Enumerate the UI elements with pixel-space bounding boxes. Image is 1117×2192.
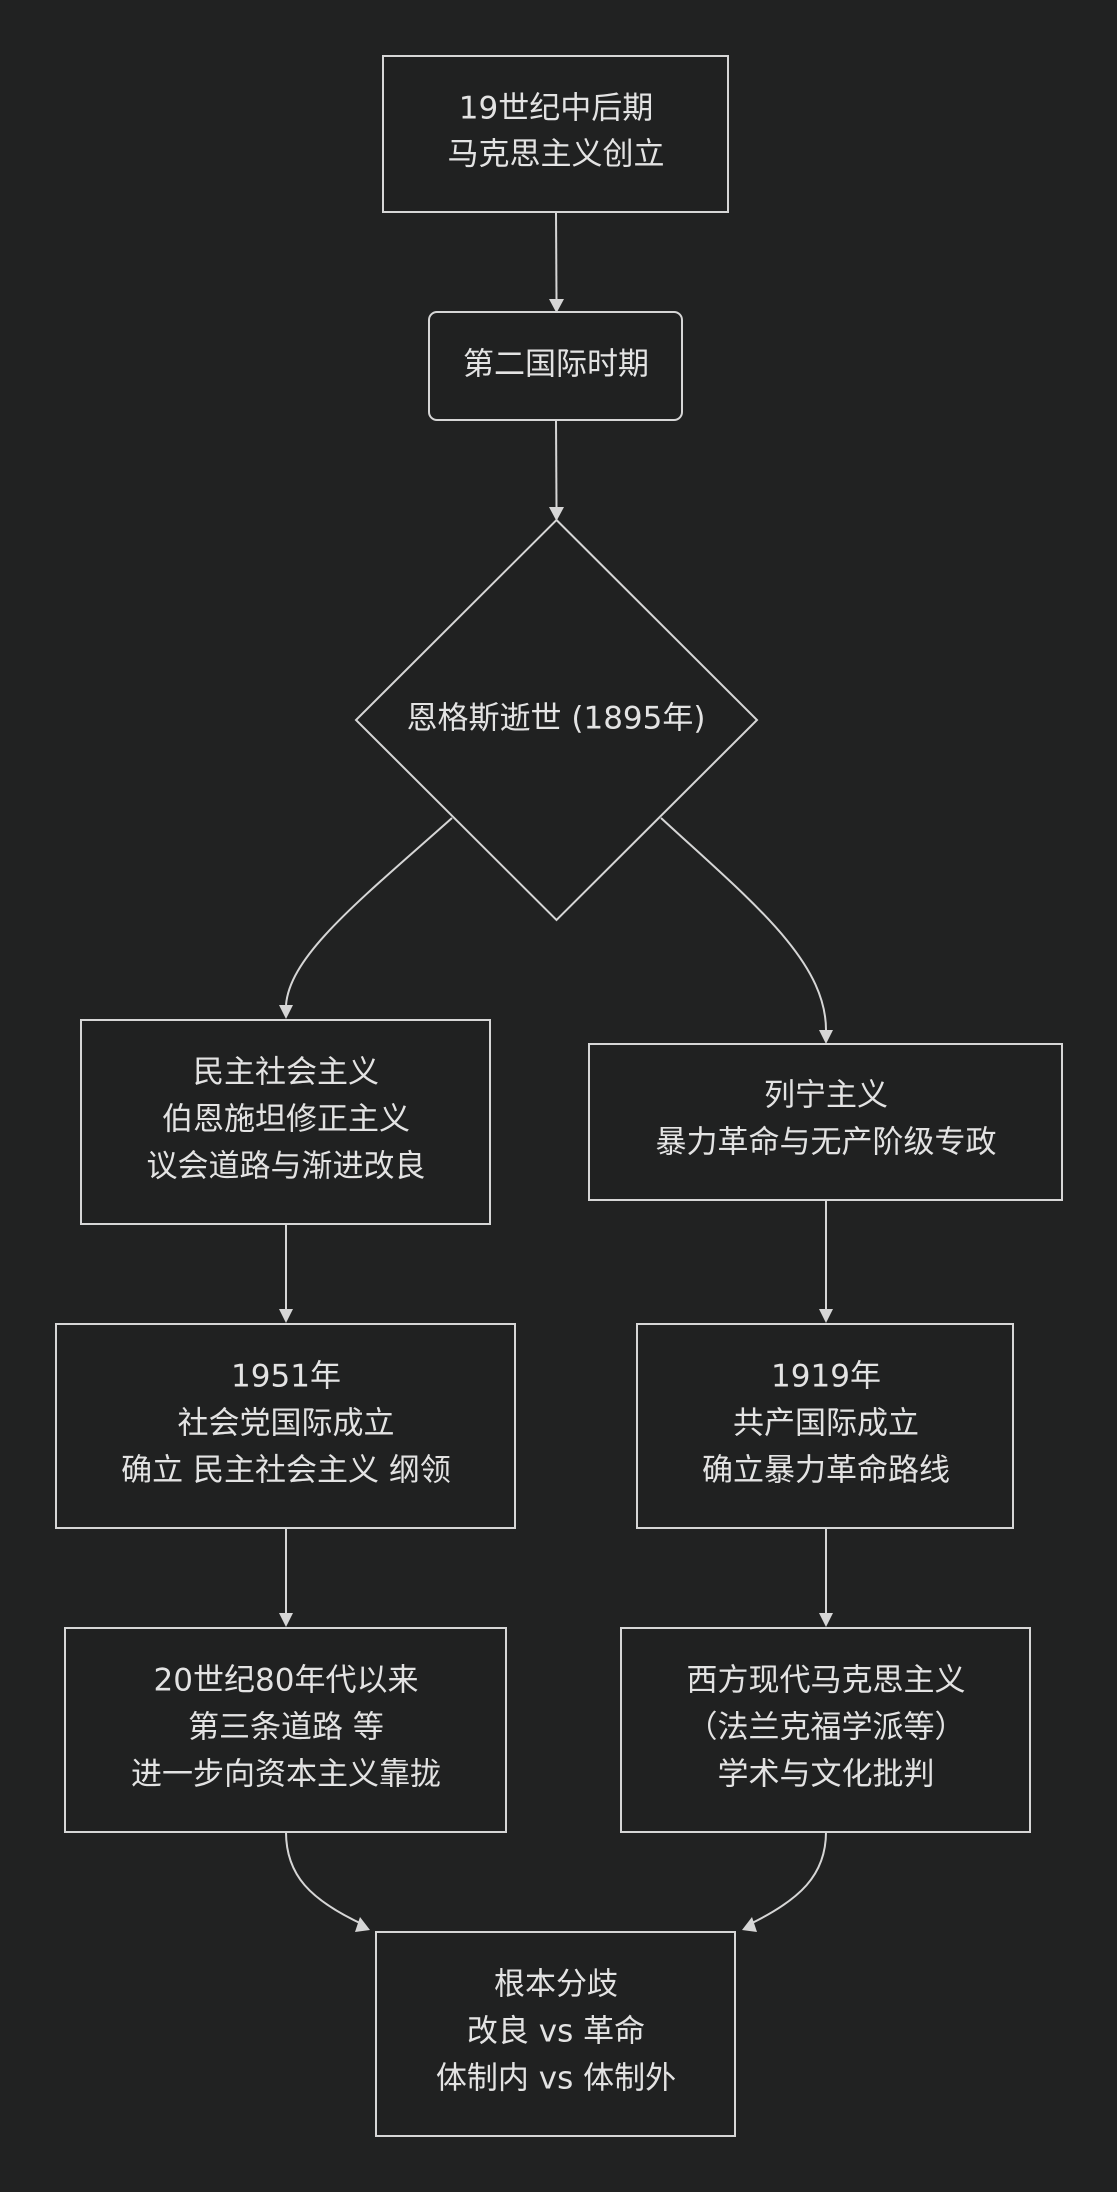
arrowhead-icon [819,1030,833,1044]
edge-third-way-to-fundamental-divergence [285,1831,365,1926]
edge-western-marxism-to-fundamental-divergence [747,1831,827,1926]
node-democratic-socialism-line-2: 伯恩施坦修正主义 [162,1102,410,1138]
node-origin-box [382,55,729,213]
node-leninism[interactable]: 列宁主义 暴力革命与无产阶级专政 [588,1043,1063,1201]
arrowhead-icon [549,507,564,521]
node-fundamental-divergence-box [375,1931,736,2137]
node-engels-death[interactable]: 恩格斯逝世 (1895年) [354,518,759,922]
node-fundamental-divergence-line-1: 根本分歧 [494,1967,618,2003]
node-fundamental-divergence-line-3: 体制内 vs 体制外 [436,2061,676,2097]
node-comintern-box [636,1323,1014,1529]
node-third-way-line-1: 20世纪80年代以来 [154,1663,419,1699]
node-third-way-line-3: 进一步向资本主义靠拢 [131,1757,441,1793]
edges [279,211,833,1932]
node-comintern-line-3: 确立暴力革命路线 [702,1453,950,1489]
node-socialist-international-line-2: 社会党国际成立 [178,1406,395,1442]
node-democratic-socialism[interactable]: 民主社会主义 伯恩施坦修正主义 议会道路与渐进改良 [80,1019,491,1225]
node-western-marxism-line-3: 学术与文化批判 [718,1757,935,1793]
node-democratic-socialism-line-3: 议会道路与渐进改良 [147,1149,426,1185]
node-second-international[interactable]: 第二国际时期 [428,311,683,421]
arrowhead-icon [355,1917,370,1932]
node-origin[interactable]: 19世纪中后期 马克思主义创立 [382,55,729,213]
node-socialist-international-line-3: 确立 民主社会主义 纲领 [121,1453,451,1489]
arrowhead-icon [819,1309,833,1323]
node-western-marxism[interactable]: 西方现代马克思主义 （法兰克福学派等） 学术与文化批判 [620,1627,1031,1833]
node-socialist-international[interactable]: 1951年 社会党国际成立 确立 民主社会主义 纲领 [55,1323,516,1529]
node-second-international-line-1: 第二国际时期 [463,347,649,383]
node-origin-line-1: 19世纪中后期 [459,91,653,127]
node-leninism-line-1: 列宁主义 [764,1078,888,1114]
node-leninism-box [588,1043,1063,1201]
node-third-way-line-2: 第三条道路 等 [188,1710,384,1746]
node-origin-line-2: 马克思主义创立 [448,137,665,173]
arrowhead-icon [549,299,564,313]
node-second-international-box [428,311,683,421]
node-fundamental-divergence-line-2: 改良 vs 革命 [467,2014,645,2050]
arrowhead-icon [742,1917,757,1932]
arrowhead-icon [279,1309,293,1323]
node-engels-death-line-1: 恩格斯逝世 (1895年) [407,701,706,737]
node-engels-death-diamond [354,518,759,922]
edge-second-international-to-engels-death [555,419,558,509]
node-comintern-line-2: 共产国际成立 [733,1406,919,1442]
node-democratic-socialism-box [80,1019,491,1225]
node-western-marxism-line-1: 西方现代马克思主义 [687,1663,966,1699]
edge-origin-to-second-international [555,211,558,301]
node-western-marxism-box [620,1627,1031,1833]
edge-engels-death-to-democratic-socialism [285,817,453,1006]
node-leninism-line-2: 暴力革命与无产阶级专政 [656,1125,997,1161]
node-western-marxism-line-2: （法兰克福学派等） [687,1710,966,1746]
arrowhead-icon [279,1613,293,1627]
edge-engels-death-to-leninism [660,817,827,1031]
arrowhead-icon [279,1005,293,1019]
node-socialist-international-line-1: 1951年 [231,1359,341,1395]
node-fundamental-divergence[interactable]: 根本分歧 改良 vs 革命 体制内 vs 体制外 [375,1931,736,2137]
node-socialist-international-box [55,1323,516,1529]
node-comintern[interactable]: 1919年 共产国际成立 确立暴力革命路线 [636,1323,1014,1529]
node-third-way[interactable]: 20世纪80年代以来 第三条道路 等 进一步向资本主义靠拢 [64,1627,507,1833]
node-comintern-line-1: 1919年 [771,1359,881,1395]
arrowhead-icon [819,1613,833,1627]
node-third-way-box [64,1627,507,1833]
node-democratic-socialism-line-1: 民主社会主义 [193,1055,379,1091]
